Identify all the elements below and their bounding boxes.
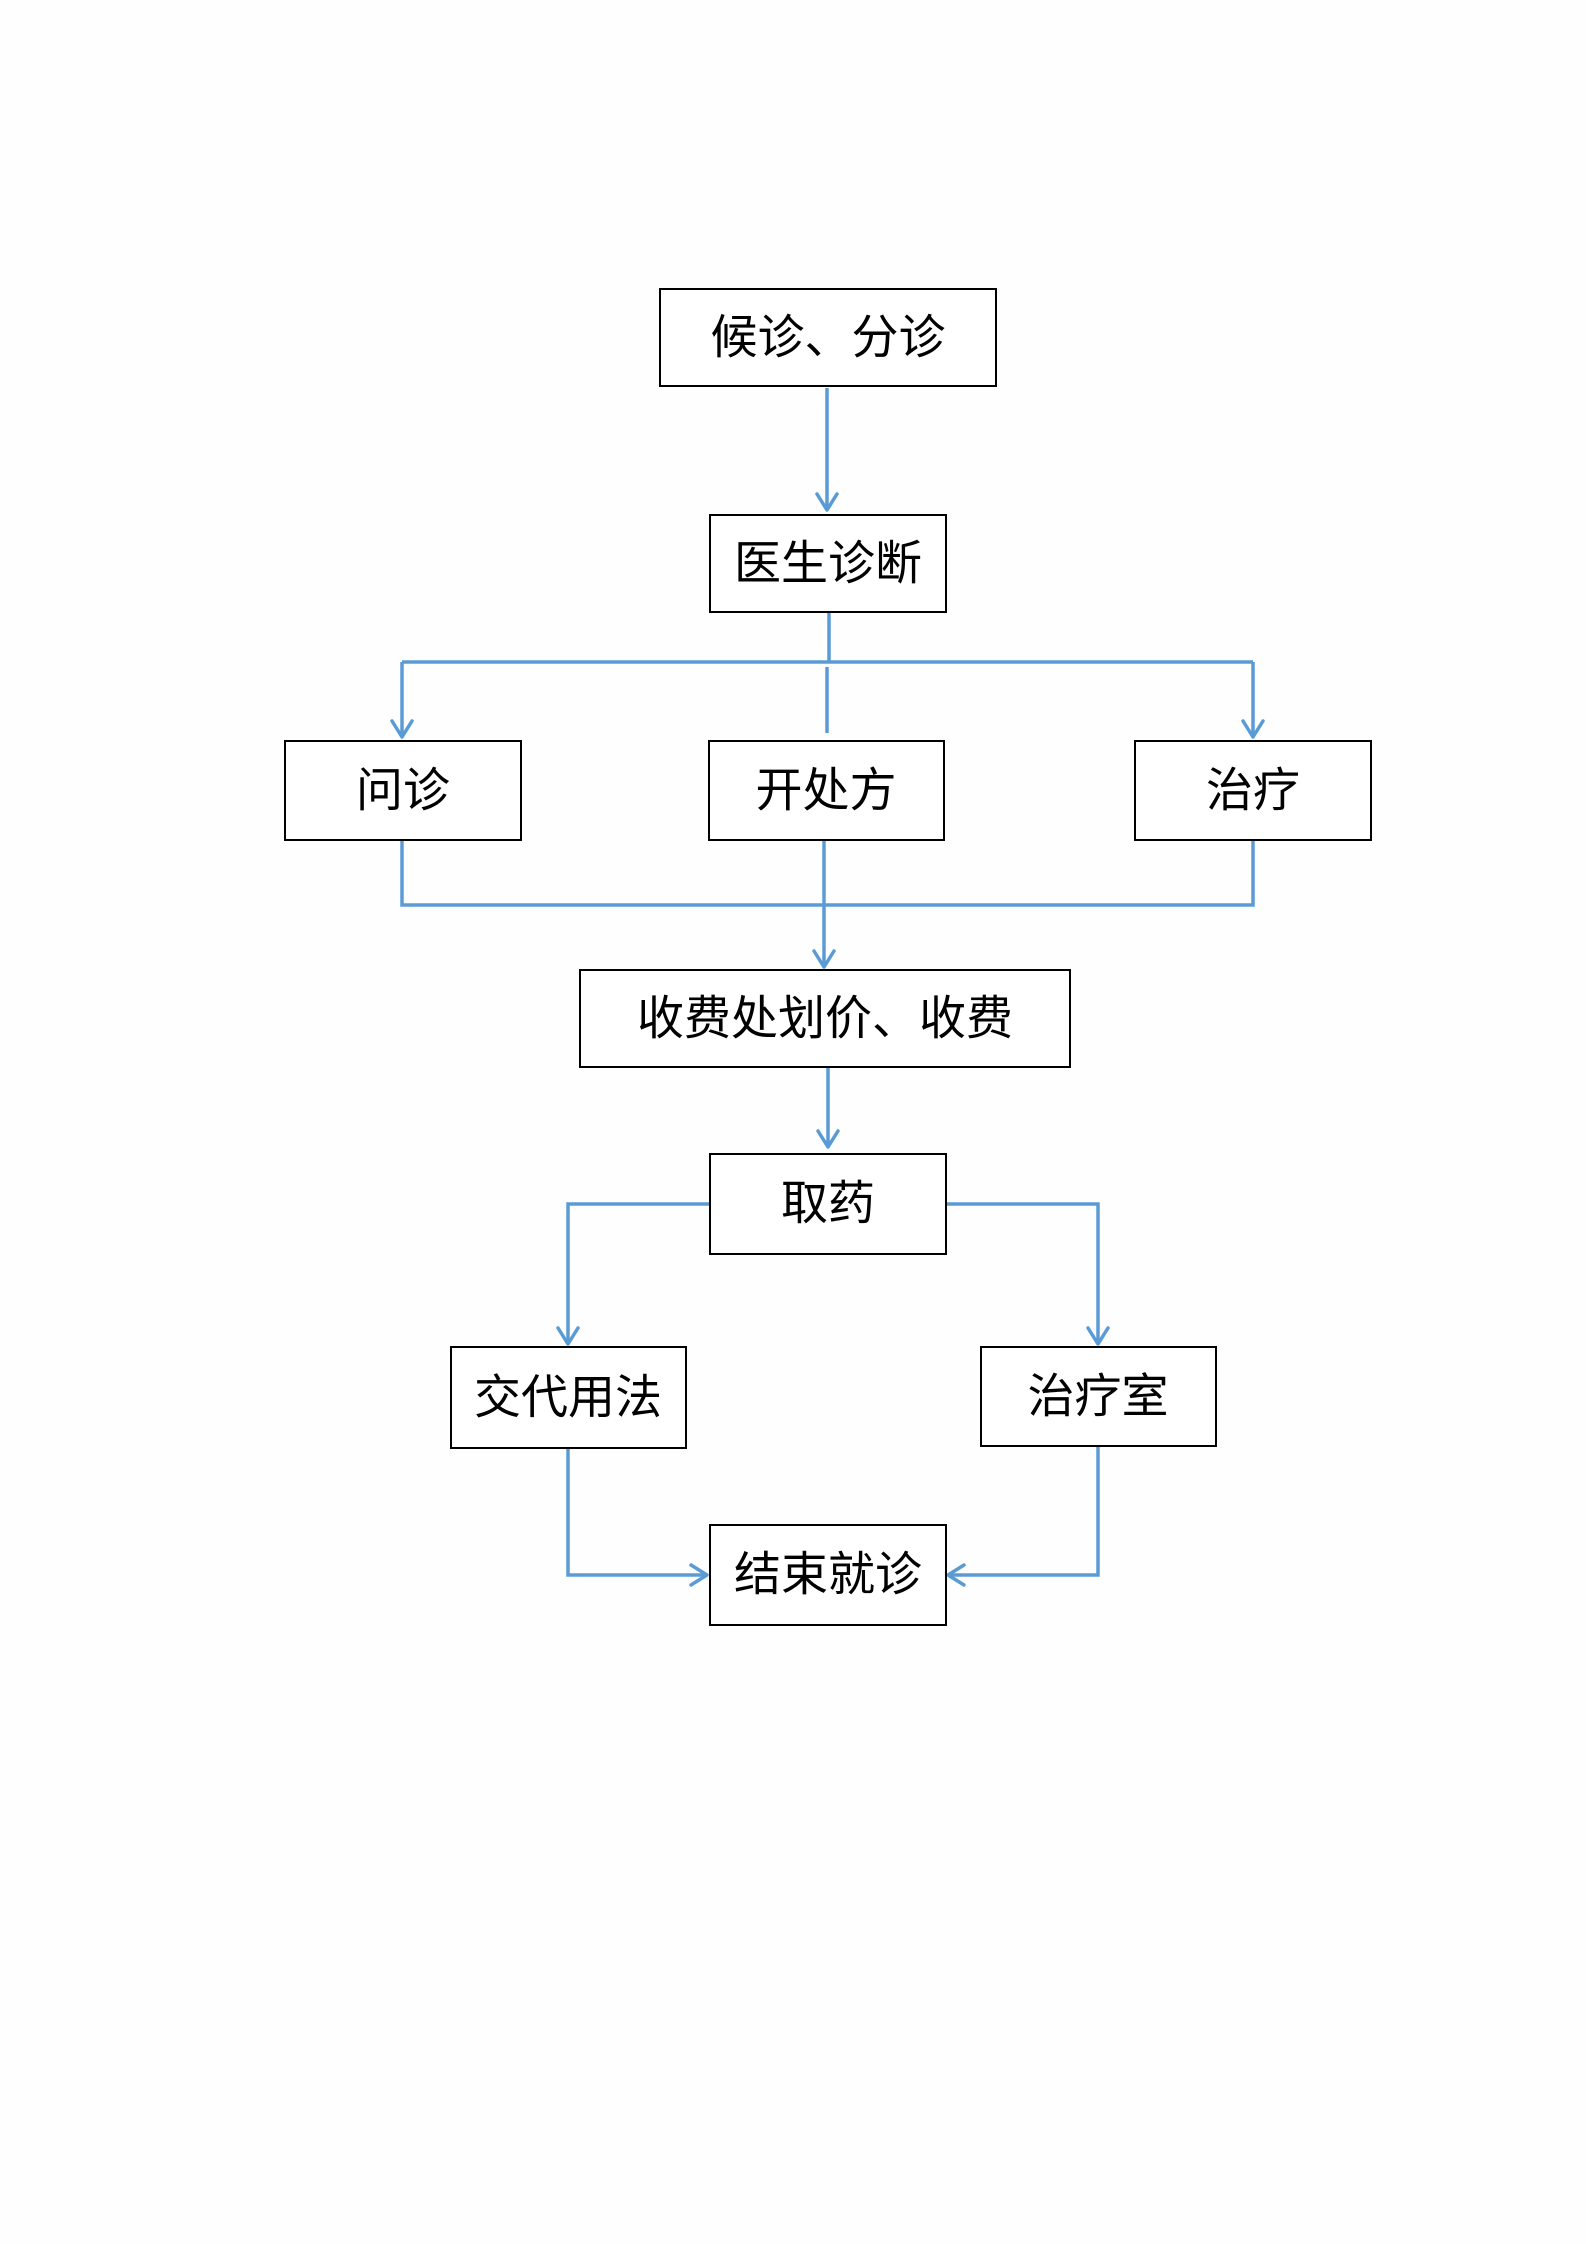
node-billing: 收费处划价、收费 — [579, 969, 1071, 1068]
arrow-billing — [812, 949, 836, 969]
connector-merge-to-billing — [400, 836, 1255, 966]
node-prescription: 开处方 — [708, 740, 945, 841]
arrow-end-left — [689, 1563, 709, 1587]
node-doctor-diagnosis: 医生诊断 — [709, 514, 947, 613]
arrow-diagnosis — [815, 492, 839, 512]
arrow-inquiry — [390, 719, 414, 739]
node-waiting-triage-label: 候诊、分诊 — [711, 311, 946, 366]
arrow-end-right — [946, 1563, 966, 1587]
connector-instructions-to-end — [566, 1448, 706, 1577]
connector-pickup-to-instructions — [566, 1202, 710, 1343]
node-inquiry: 问诊 — [284, 740, 522, 841]
node-pickup-medicine: 取药 — [709, 1153, 947, 1255]
node-inquiry-label: 问诊 — [356, 764, 450, 819]
node-waiting-triage: 候诊、分诊 — [659, 288, 997, 387]
node-pickup-medicine-label: 取药 — [781, 1177, 875, 1232]
connector-diagnosis-branch — [400, 612, 1255, 737]
connector-treatment-room-to-end — [950, 1446, 1100, 1577]
node-treatment-room-label: 治疗室 — [1028, 1370, 1169, 1425]
arrow-pickup — [816, 1129, 840, 1149]
arrow-instructions — [556, 1326, 580, 1346]
node-end-visit: 结束就诊 — [709, 1524, 947, 1626]
arrow-treatment-room — [1086, 1326, 1110, 1346]
node-usage-instructions-label: 交代用法 — [474, 1371, 662, 1426]
node-treatment-label: 治疗 — [1206, 764, 1300, 819]
node-billing-label: 收费处划价、收费 — [637, 992, 1013, 1047]
arrow-treatment — [1241, 719, 1265, 739]
node-doctor-diagnosis-label: 医生诊断 — [734, 537, 922, 592]
node-prescription-label: 开处方 — [756, 764, 897, 819]
node-treatment-room: 治疗室 — [980, 1346, 1217, 1447]
node-end-visit-label: 结束就诊 — [734, 1548, 922, 1603]
node-treatment: 治疗 — [1134, 740, 1372, 841]
connector-pickup-to-treatment-room — [946, 1202, 1100, 1343]
node-usage-instructions: 交代用法 — [450, 1346, 687, 1449]
